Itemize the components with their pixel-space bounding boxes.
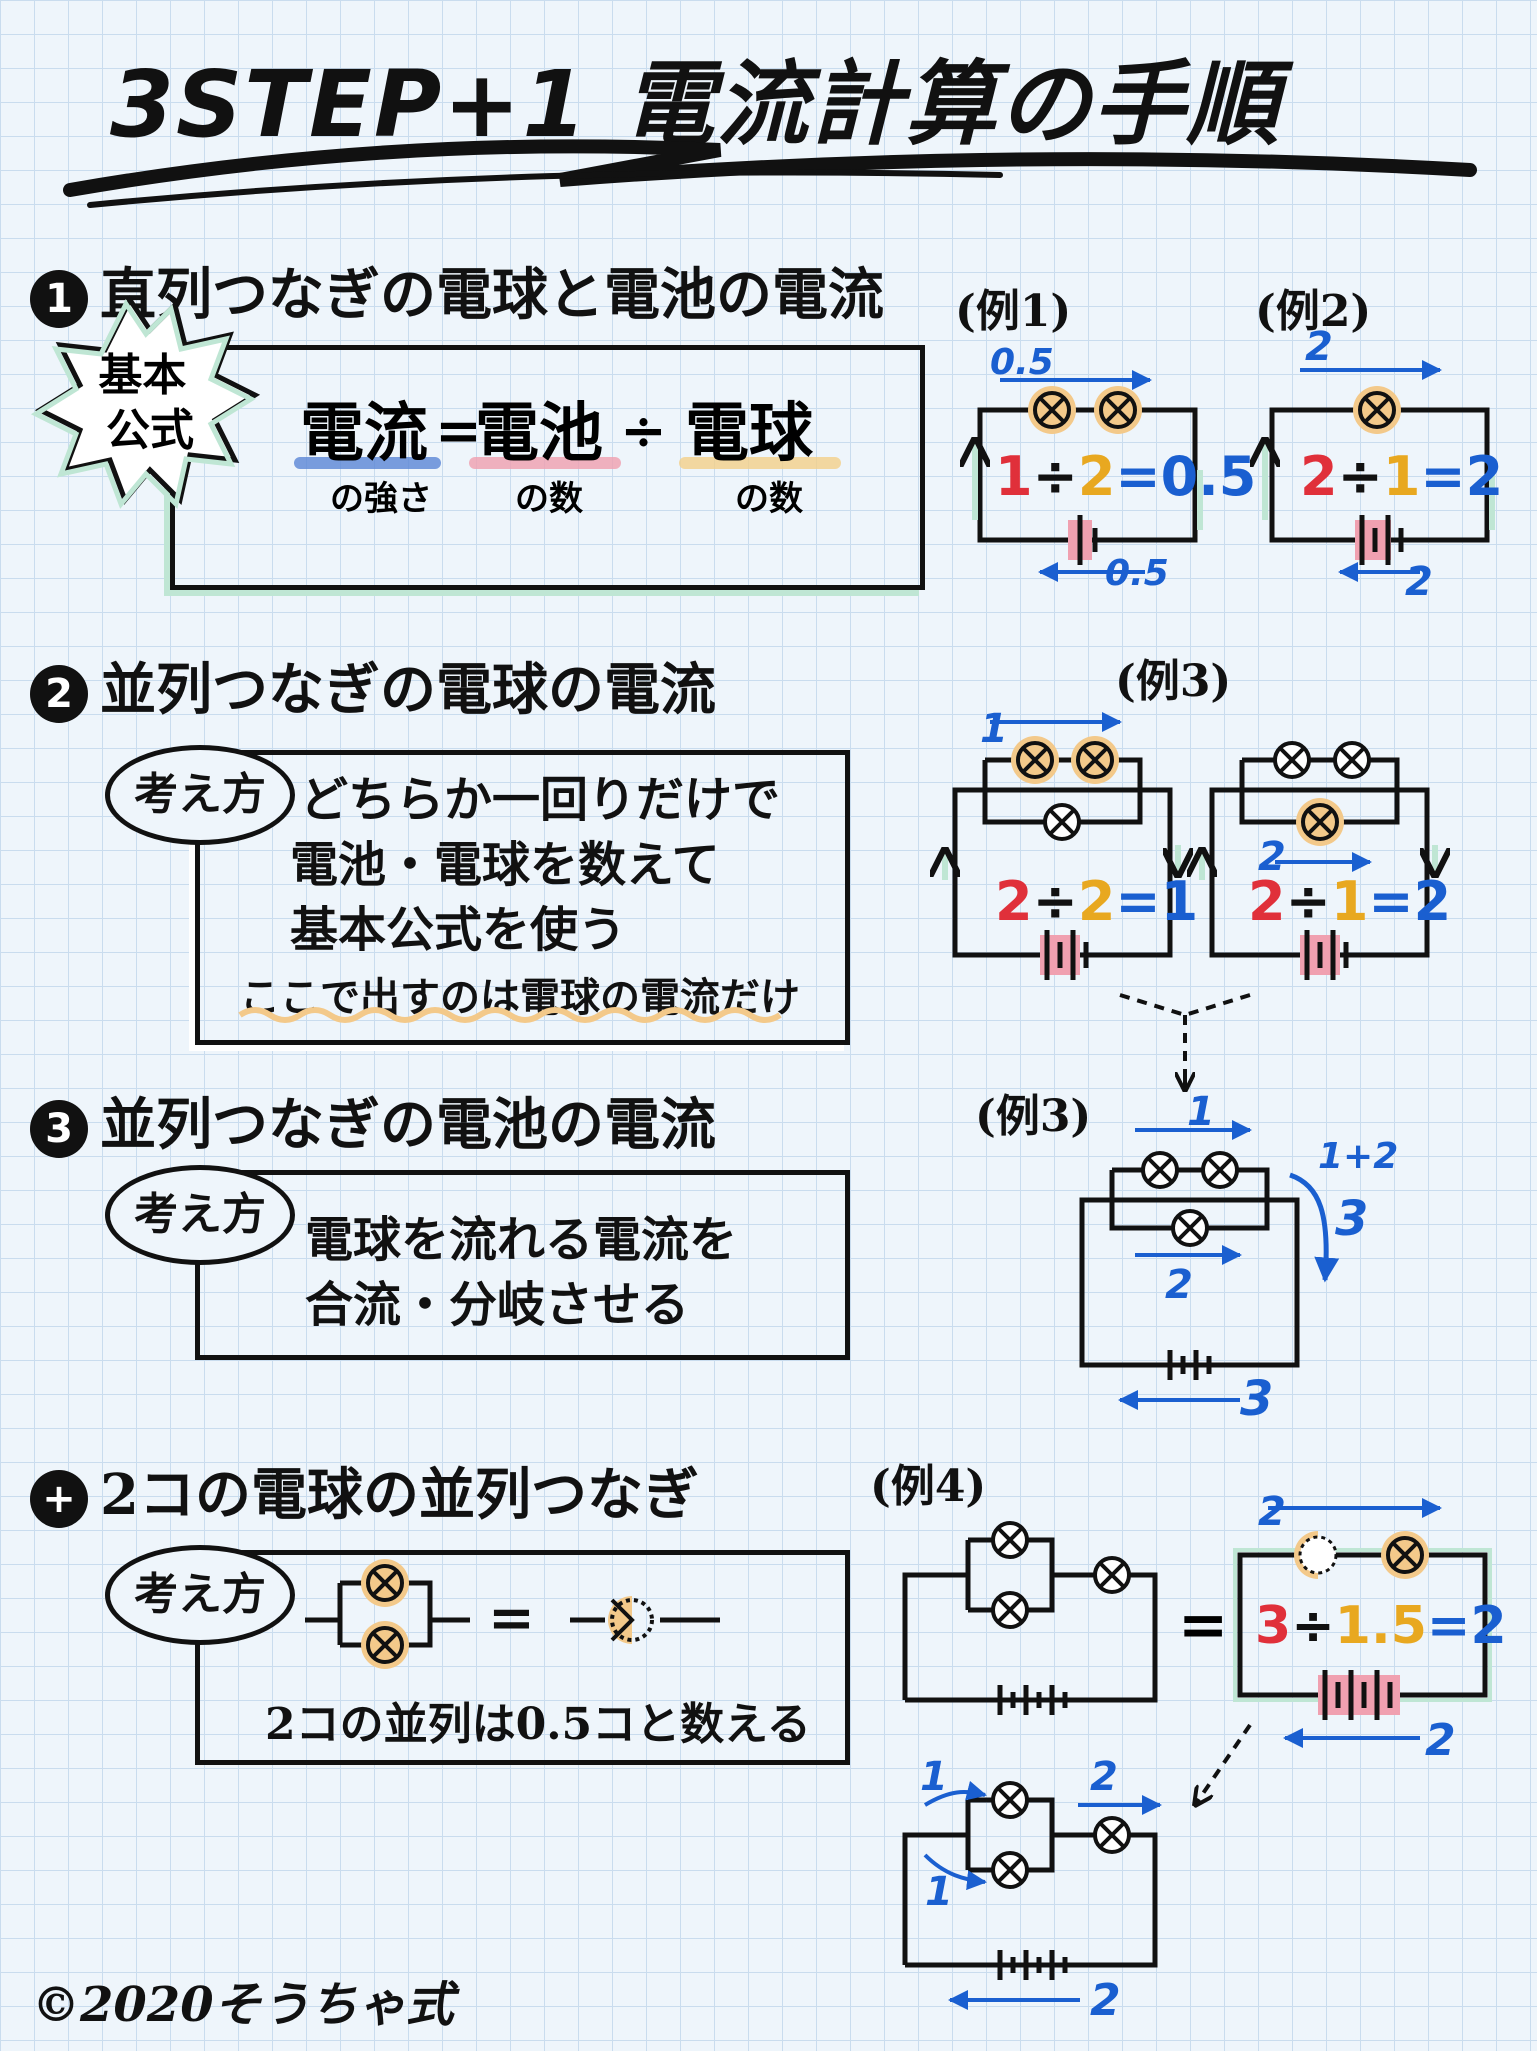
ex1-calc: 1÷2=0.5 <box>995 445 1256 508</box>
example-1-circuit: 0.5 0.5 1÷2=0.5 <box>975 342 1256 594</box>
ex4-low-out: 2 <box>1090 1754 1118 1800</box>
badge-line-1: 基本 <box>98 350 186 401</box>
ex4-equals: = <box>1178 1590 1228 1660</box>
formula-battery-sub: の数 <box>515 479 583 519</box>
copyright: ©2020そうちゃ式 <box>32 1977 454 2033</box>
section-4-number: + <box>30 1470 88 1529</box>
formula-current-sub: の強さ <box>330 479 432 519</box>
s3-line-2: 合流・分岐させる <box>305 1277 690 1333</box>
section-3-badge: 考え方 <box>105 1165 295 1265</box>
example-3b-label: (例3) <box>975 1091 1092 1142</box>
formula-bulb-sub: の数 <box>735 479 803 519</box>
ex1-bottom-current: 0.5 <box>1105 553 1169 594</box>
ex3b-top-current: 1 <box>1187 1089 1215 1135</box>
ex4-right-top: 2 <box>1258 1489 1286 1535</box>
section-4-badge: 考え方 <box>105 1545 295 1645</box>
ex4-low-in2: 1 <box>925 1869 953 1915</box>
ex3b-mid-current: 2 <box>1165 1262 1193 1308</box>
s2-line-1: どちらか一回りだけで <box>300 772 781 828</box>
ex4-low-bottom: 2 <box>1090 1975 1121 2026</box>
section-2-number: 2 <box>30 665 88 724</box>
title-underline <box>63 139 1477 197</box>
section-2-title: 並列つなぎの電球の電流 <box>100 657 716 723</box>
s4-equals: = <box>488 1585 535 1651</box>
section-2-badge: 考え方 <box>105 745 295 845</box>
example-4-lower-circuit: 1 1 2 2 <box>902 1754 1162 2026</box>
ex2-calc: 2÷1=2 <box>1300 445 1503 508</box>
basic-formula: 電流 = 電池 ÷ 電球 の強さ の数 の数 <box>294 396 841 519</box>
section-3-box <box>195 1170 850 1360</box>
ex3a-right-current: 2 <box>1258 834 1286 880</box>
ex3a-left-calc: 2÷2=1 <box>995 870 1198 933</box>
example-2-label: (例2) <box>1255 286 1372 337</box>
section-2-box <box>195 750 850 1045</box>
formula-divide: ÷ <box>620 398 667 464</box>
ex3a-left-current: 1 <box>980 706 1008 752</box>
s4-parallel-symbol <box>305 1580 470 1648</box>
section-1-title: 直列つなぎの電球と電池の電流 <box>100 262 884 328</box>
formula-equals: = <box>435 398 482 464</box>
section-3-number: 3 <box>30 1100 88 1159</box>
s4-note: 2コの並列は0.5コと数える <box>265 1699 811 1750</box>
s4-half-bulb <box>570 1596 720 1644</box>
example-1-label: (例1) <box>955 286 1072 337</box>
formula-current: 電流 <box>300 396 428 471</box>
ex3b-sum-result: 3 <box>1335 1191 1368 1247</box>
section-4-title: 2コの電球の並列つなぎ <box>100 1462 699 1528</box>
section-4-box <box>195 1550 850 1765</box>
s2-line-3: 基本公式を使う <box>290 902 627 958</box>
ex2-bottom-current: 2 <box>1405 559 1433 605</box>
ex4-right-bottom: 2 <box>1425 1715 1456 1766</box>
ex3a-right-calc: 2÷1=2 <box>1248 870 1451 933</box>
example-4-right-circuit: 2 2 3÷1.5=2 <box>1233 1489 1507 1766</box>
section-4-heading: +2コの電球の並列つなぎ <box>30 1450 699 1531</box>
ex4-right-calc: 3÷1.5=2 <box>1255 1596 1507 1656</box>
page-title: 3STEP+1 電流計算の手順 <box>110 51 1281 158</box>
example-3a-right-circuit: 2 2÷1=2 <box>1202 741 1451 980</box>
formula-battery: 電池 <box>475 396 603 471</box>
ex4-low-in1: 1 <box>920 1754 948 1800</box>
s2-note: ここで出すのは電球の電流だけ <box>240 974 800 1021</box>
section-1-number: 1 <box>30 270 88 329</box>
ex2-top-current: 2 <box>1305 324 1333 370</box>
badge-line-2: 公式 <box>106 405 194 456</box>
formula-bulb: 電球 <box>685 396 814 471</box>
example-4-label: (例4) <box>870 1461 987 1512</box>
ex3b-bottom-current: 3 <box>1240 1371 1273 1427</box>
ex1-top-current: 0.5 <box>990 342 1054 383</box>
example-3b-circuit: 1 2 1+2 3 3 <box>1079 1089 1398 1427</box>
section-3-title: 並列つなぎの電池の電流 <box>100 1092 716 1158</box>
example-4-left-circuit <box>902 1521 1158 1715</box>
s3-line-1: 電球を流れる電流を <box>305 1212 738 1268</box>
example-2-circuit: 2 2 2÷1=2 <box>1265 324 1503 605</box>
formula-badge-text: 基本 公式 <box>98 350 201 456</box>
ex3b-sum: 1+2 <box>1318 1136 1398 1177</box>
example-3a-label: (例3) <box>1115 656 1232 707</box>
example-3a-left-circuit: 1 2÷2=1 <box>945 706 1198 980</box>
s2-line-2: 電池・電球を数えて <box>290 837 720 893</box>
